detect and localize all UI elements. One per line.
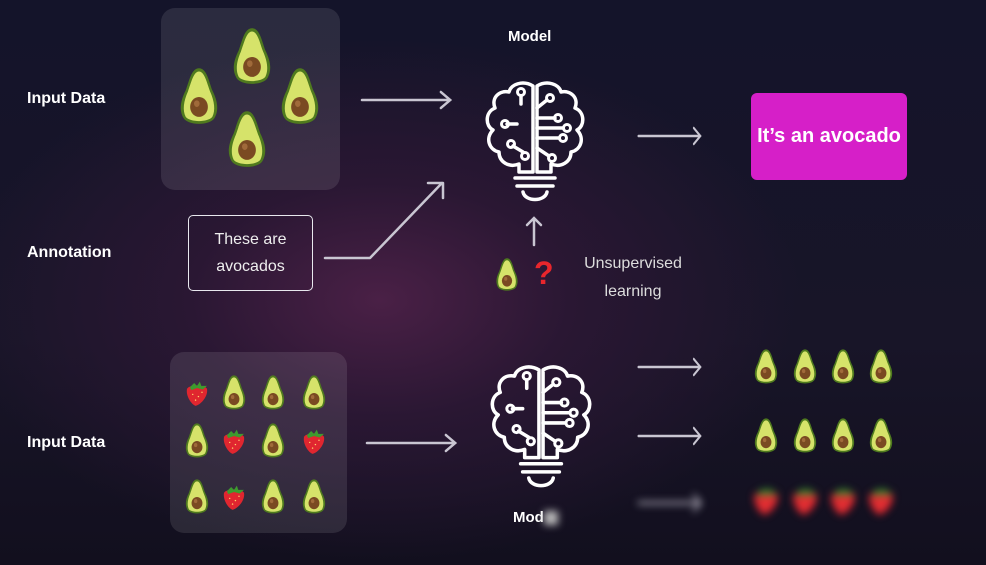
strawberry-icon <box>186 381 208 406</box>
arrow-icon <box>360 90 452 110</box>
blurred-text <box>543 511 558 526</box>
avocado-icon <box>233 28 271 84</box>
up-arrow-icon <box>525 216 543 247</box>
brain-model-icon <box>485 81 585 202</box>
input-data-label-bottom: Input Data <box>27 434 106 451</box>
avocado-icon <box>302 479 326 514</box>
avocado-icon <box>302 375 326 410</box>
avocado-icon <box>180 68 218 124</box>
brain-model-icon <box>490 365 592 488</box>
strawberry-icon <box>869 486 893 515</box>
strawberry-icon <box>831 486 855 515</box>
avocado-icon <box>793 349 817 384</box>
avocado-icon <box>793 418 817 453</box>
avocado-icon <box>228 111 266 167</box>
avocado-icon <box>281 68 319 124</box>
input-data-label-top: Input Data <box>27 90 106 107</box>
strawberry-icon <box>303 429 325 454</box>
avocado-icon <box>222 375 246 410</box>
avocado-icon <box>754 349 778 384</box>
strawberry-icon <box>754 486 778 515</box>
avocado-icon <box>261 479 285 514</box>
annotation-box: These are avocados <box>188 215 313 291</box>
question-mark-icon: ? <box>534 255 554 291</box>
strawberry-icon <box>793 486 817 515</box>
arrow-icon <box>637 126 702 146</box>
unsupervised-learning-label: Unsupervised learning <box>584 255 682 300</box>
diagonal-arrow-icon <box>323 181 445 260</box>
result-box: It’s an avocado <box>751 93 907 180</box>
avocado-icon <box>496 258 518 291</box>
annotation-label: Annotation <box>27 244 112 261</box>
avocado-icon <box>754 418 778 453</box>
avocado-icon <box>869 418 893 453</box>
avocado-icon <box>831 418 855 453</box>
avocado-icon <box>869 349 893 384</box>
model-label-bottom: Mod <box>513 509 558 526</box>
strawberry-icon <box>223 429 245 454</box>
avocado-icon <box>185 479 209 514</box>
avocado-icon <box>261 375 285 410</box>
model-label-text: Mod <box>513 509 544 526</box>
arrow-icon <box>637 357 702 377</box>
arrow-icon <box>365 433 457 453</box>
model-label-top: Model <box>508 28 552 45</box>
arrow-icon <box>637 493 702 513</box>
avocado-icon <box>185 423 209 458</box>
avocado-icon <box>831 349 855 384</box>
avocado-icon <box>261 423 285 458</box>
arrow-icon <box>637 426 702 446</box>
strawberry-icon <box>223 485 245 510</box>
